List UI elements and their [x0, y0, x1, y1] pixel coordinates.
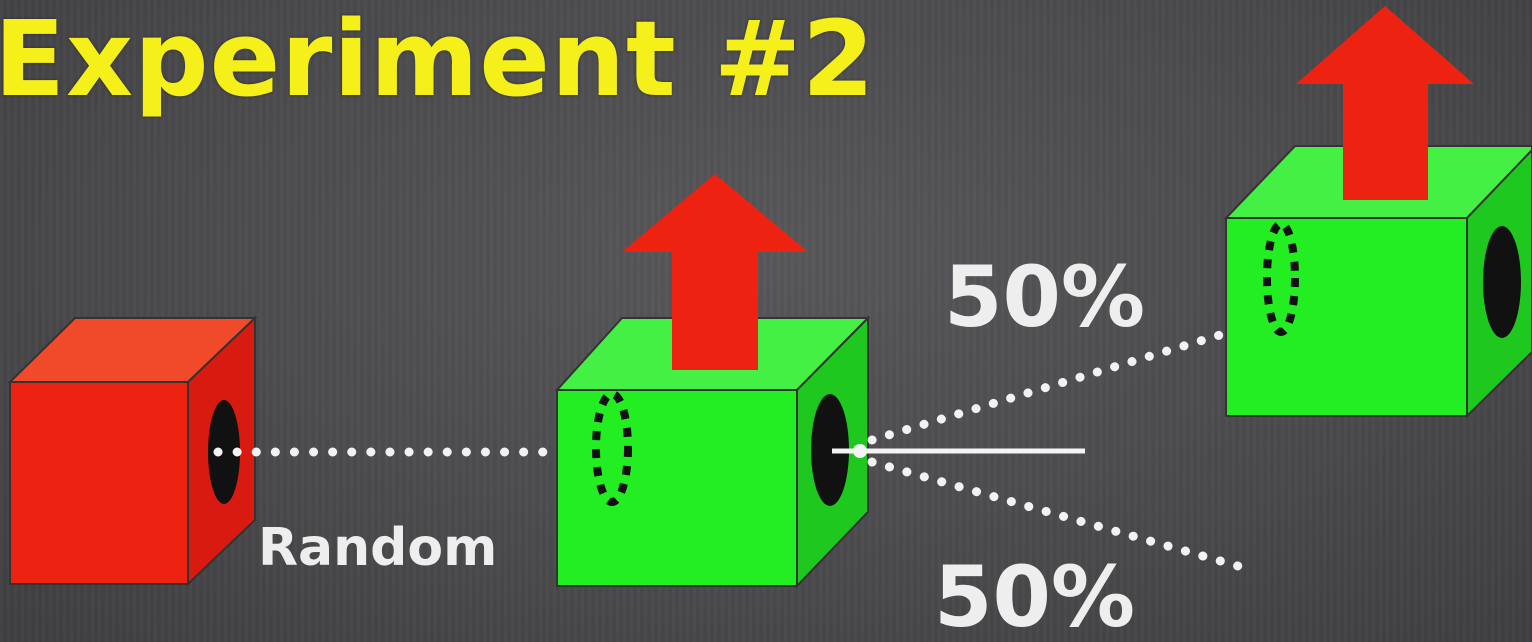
- probability-down-label: 50%: [934, 548, 1135, 642]
- page-title: Experiment #2: [0, 0, 875, 120]
- probability-up-label: 50%: [944, 248, 1145, 346]
- beam-path-up: [872, 335, 1220, 440]
- random-label: Random: [258, 518, 497, 578]
- beam-split-point: [853, 444, 867, 458]
- right-exit-aperture: [1483, 226, 1521, 338]
